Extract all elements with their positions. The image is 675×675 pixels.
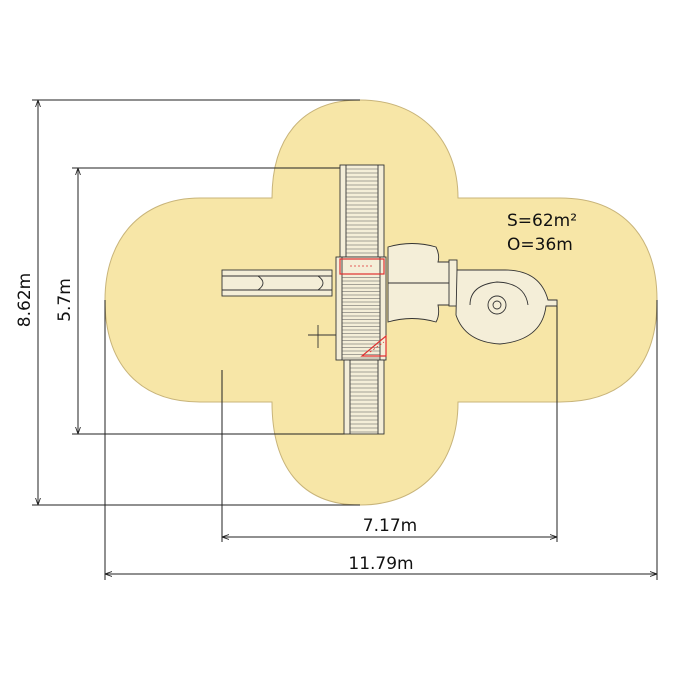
height-outer-label: 8.62m <box>15 273 35 327</box>
highlight-marks <box>339 258 387 357</box>
bridge-deck <box>335 256 387 361</box>
width-outer-label: 11.79m <box>348 554 413 574</box>
slide-left <box>221 269 333 297</box>
area-fall-zone-label: O=36m <box>507 235 573 255</box>
dimension-width-inner <box>221 300 558 542</box>
dimension-height-outer <box>32 99 360 506</box>
stairs-upper <box>339 164 385 258</box>
height-inner-label: 5.7m <box>55 278 75 322</box>
dimension-height-inner <box>72 167 345 435</box>
area-surface-label: S=62m² <box>507 211 577 231</box>
spiral-slide <box>455 269 558 345</box>
width-inner-label: 7.17m <box>363 516 417 536</box>
stairs-lower <box>343 359 385 435</box>
dimension-width-outer <box>104 300 658 580</box>
side-post <box>308 325 336 348</box>
